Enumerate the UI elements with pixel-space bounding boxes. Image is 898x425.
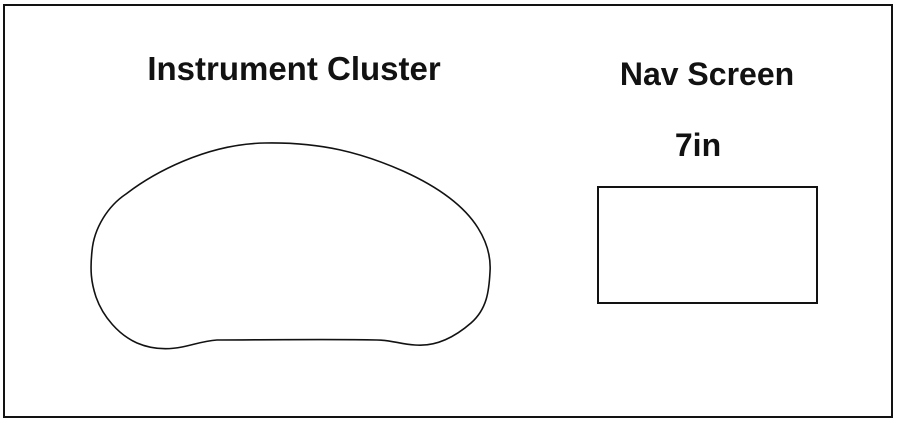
nav-screen-outline xyxy=(597,186,818,304)
nav-screen-size-label: 7in xyxy=(674,127,722,163)
instrument-cluster-label: Instrument Cluster xyxy=(147,50,441,87)
instrument-cluster-shape xyxy=(90,142,491,350)
nav-screen-label: Nav Screen xyxy=(619,56,795,92)
